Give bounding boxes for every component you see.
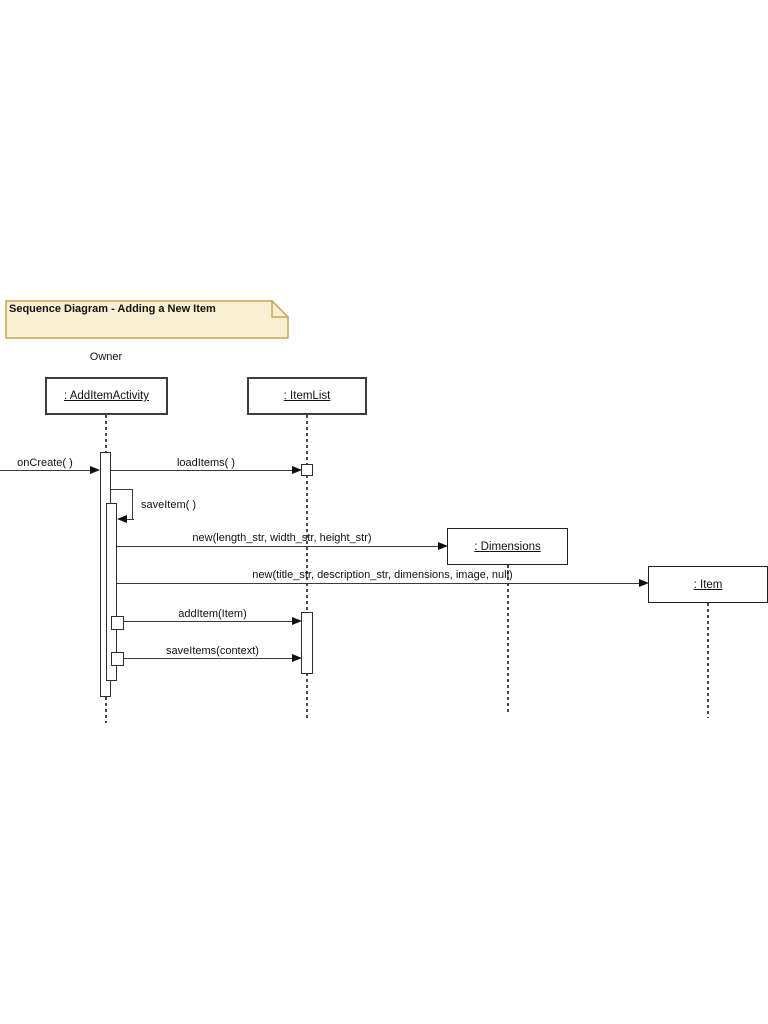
message-line-saveitem-out: [111, 489, 133, 490]
message-label-loaditems: loadItems( ): [176, 457, 236, 469]
activation-itemlist-additem: [301, 612, 313, 674]
activation-additemactivity-additem: [111, 616, 124, 630]
message-line-additem: [124, 621, 292, 622]
object-box-dimensions: : Dimensions: [447, 528, 568, 565]
arrowhead-icon: [90, 466, 100, 474]
message-line-oncreate: [0, 470, 90, 471]
activation-additemactivity-saveitems: [111, 652, 124, 666]
arrowhead-icon: [438, 542, 448, 550]
arrowhead-icon: [117, 515, 127, 523]
note-fold-icon: [271, 300, 289, 318]
activation-additemactivity-saveitem: [106, 503, 117, 681]
message-line-saveitem-back: [127, 519, 134, 520]
title-note: Sequence Diagram - Adding a New Item: [5, 300, 289, 339]
lifeline-itemlist: [306, 415, 308, 718]
lifeline-dimensions: [507, 565, 509, 713]
message-line-saveitems: [124, 658, 292, 659]
arrowhead-icon: [292, 617, 302, 625]
activation-itemlist-loaditems: [301, 464, 313, 476]
message-line-new-dimensions: [117, 546, 438, 547]
message-label-additem: addItem(Item): [178, 608, 247, 620]
object-box-additemactivity: : AddItemActivity: [45, 377, 168, 415]
diagram-title: Sequence Diagram - Adding a New Item: [9, 303, 216, 315]
arrowhead-icon: [639, 579, 649, 587]
lifeline-item: [707, 603, 709, 718]
arrowhead-icon: [292, 466, 302, 474]
message-label-new-dimensions: new(length_str, width_str, height_str): [192, 532, 372, 544]
note-shape-icon: [5, 300, 289, 339]
message-label-saveitem: saveItem( ): [141, 499, 197, 511]
arrowhead-icon: [292, 654, 302, 662]
object-box-item: : Item: [648, 566, 768, 603]
message-line-saveitem-down: [132, 489, 133, 520]
actor-label-owner: Owner: [89, 351, 123, 363]
message-label-oncreate: onCreate( ): [17, 457, 73, 469]
object-box-itemlist: : ItemList: [247, 377, 367, 415]
message-line-new-item: [117, 583, 639, 584]
message-line-loaditems: [111, 470, 292, 471]
message-label-saveitems: saveItems(context): [166, 645, 259, 657]
message-label-new-item: new(title_str, description_str, dimensio…: [252, 569, 513, 581]
